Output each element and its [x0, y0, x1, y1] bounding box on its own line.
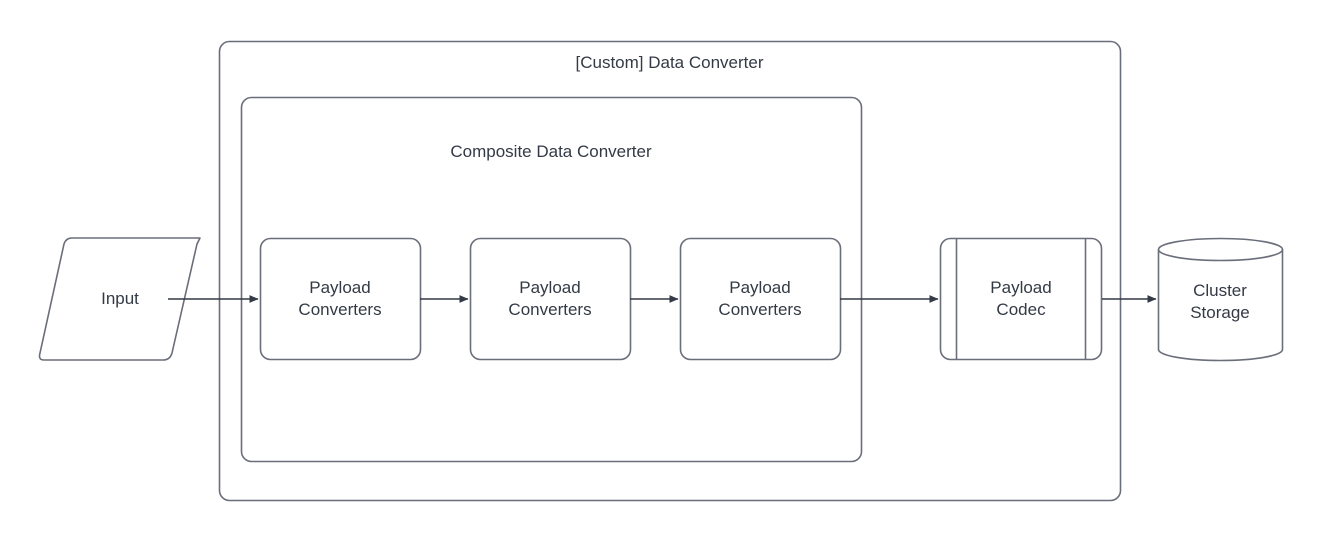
node-payload-converters-2-shape[interactable] — [469, 237, 632, 361]
node-cluster-storage-shape[interactable] — [1157, 237, 1284, 362]
node-payload-converters-1-shape[interactable] — [259, 237, 422, 361]
node-payload-codec-shape[interactable] — [939, 237, 1103, 361]
node-input-shape[interactable] — [38, 237, 201, 361]
node-payload-converters-3-shape[interactable] — [679, 237, 842, 361]
